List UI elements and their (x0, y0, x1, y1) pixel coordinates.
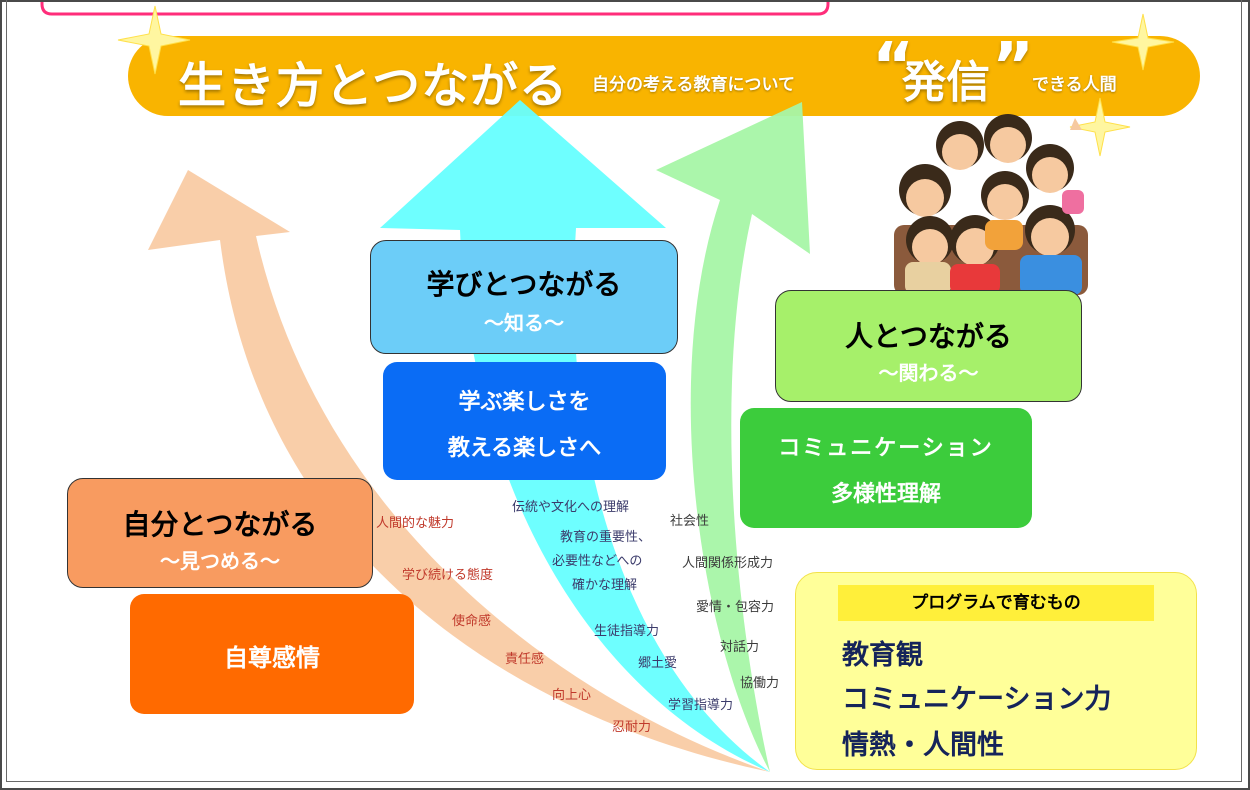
self-quality: 忍耐力 (612, 720, 652, 735)
self-quality: 学び続ける態度 (402, 568, 494, 583)
people-quality: 社会性 (670, 514, 710, 529)
program-item: コミュニケーション力 (842, 684, 1112, 715)
people-quality: 協働力 (740, 676, 780, 691)
self-quality: 責任感 (505, 652, 545, 667)
open-quote-mark: “ (872, 30, 915, 104)
people-quality: 愛情・包容力 (696, 600, 775, 615)
banner-tail-text: できる人間 (1032, 75, 1117, 95)
program-box: プログラムで育むもの 教育観 コミュニケーション力 情熱・人間性 (795, 572, 1197, 770)
banner-bar (128, 36, 1200, 116)
people-growth-arrow (656, 102, 810, 772)
people-foundation-line1: コミュニケーション (778, 436, 994, 461)
program-item: 教育観 (842, 640, 923, 671)
self-title-box: 自分とつながる ～見つめる～ (67, 478, 373, 588)
people-title: 人とつながる (845, 320, 1012, 353)
learning-quality: 確かな理解 (572, 578, 638, 593)
learning-title-box: 学びとつながる ～知る～ (370, 240, 678, 354)
learning-quality: 郷土愛 (638, 656, 678, 671)
people-quality: 人間関係形成力 (682, 556, 774, 571)
self-subtitle: ～見つめる～ (160, 549, 280, 573)
learning-quality: 生徒指導力 (594, 624, 660, 639)
sparkle-icon (1069, 97, 1131, 157)
top-frame-remnant (40, 0, 830, 16)
people-group-icon (894, 114, 1088, 295)
program-item: 情熱・人間性 (842, 730, 1004, 761)
sparkle-icon (1111, 13, 1175, 71)
learning-quality: 教育の重要性、 (560, 530, 652, 545)
learning-quality: 学習指導力 (668, 698, 734, 713)
people-foundation-line2: 多様性理解 (830, 482, 941, 507)
self-title: 自分とつながる (122, 508, 318, 541)
self-quality: 人間的な魅力 (376, 516, 455, 531)
self-quality: 使命感 (452, 614, 492, 629)
learning-foundation-line2: 教える楽しさへ (447, 436, 602, 461)
learning-subtitle: ～知る～ (484, 311, 564, 335)
self-growth-arrow (148, 170, 770, 772)
program-heading: プログラムで育むもの (838, 585, 1154, 621)
people-foundation-box: コミュニケーション 多様性理解 (740, 408, 1032, 528)
banner-main-text: 生き方とつながる (178, 58, 569, 114)
learning-foundation-line1: 学ぶ楽しさを (458, 390, 591, 415)
learning-title: 学びとつながる (426, 268, 622, 301)
learning-quality: 伝統や文化への理解 (512, 500, 630, 515)
banner-sub-text: 自分の考える教育について (592, 75, 795, 95)
learning-quality: 必要性などへの (552, 554, 643, 569)
banner-emphasis-text: 発信 (902, 57, 990, 108)
close-quote-mark: ” (992, 30, 1035, 104)
self-foundation: 自尊感情 (224, 644, 320, 672)
sparkle-icon (117, 5, 191, 75)
people-subtitle: ～関わる～ (878, 361, 979, 385)
people-title-box: 人とつながる ～関わる～ (775, 290, 1082, 402)
learning-foundation-box: 学ぶ楽しさを 教える楽しさへ (383, 362, 666, 480)
self-quality: 向上心 (552, 688, 592, 703)
self-foundation-box: 自尊感情 (130, 594, 414, 714)
people-quality: 対話力 (720, 640, 760, 655)
